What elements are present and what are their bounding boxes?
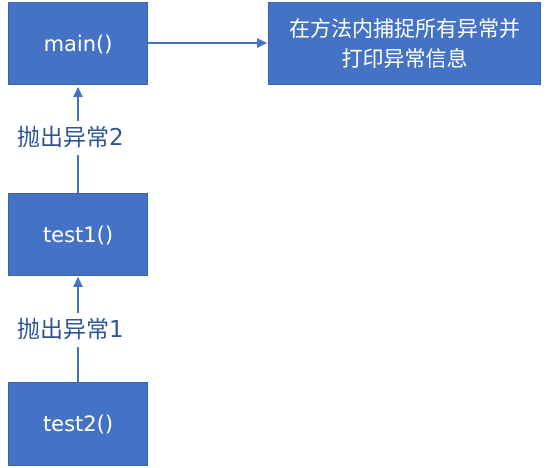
- throw-exception-2-label: 抛出异常2: [16, 121, 125, 155]
- main-method-node: main(): [8, 2, 148, 85]
- throw-exception-1-label: 抛出异常1: [16, 313, 125, 347]
- test2-method-node: test2(): [8, 382, 148, 466]
- main-method-label: main(): [43, 31, 113, 56]
- test2-method-label: test2(): [42, 412, 114, 436]
- exception-handling-note: 在方法内捕捉所有异常并打印异常信息: [268, 2, 541, 85]
- test1-method-node: test1(): [8, 193, 148, 276]
- exception-handling-note-text: 在方法内捕捉所有异常并打印异常信息: [289, 16, 520, 71]
- test1-method-label: test1(): [42, 222, 114, 247]
